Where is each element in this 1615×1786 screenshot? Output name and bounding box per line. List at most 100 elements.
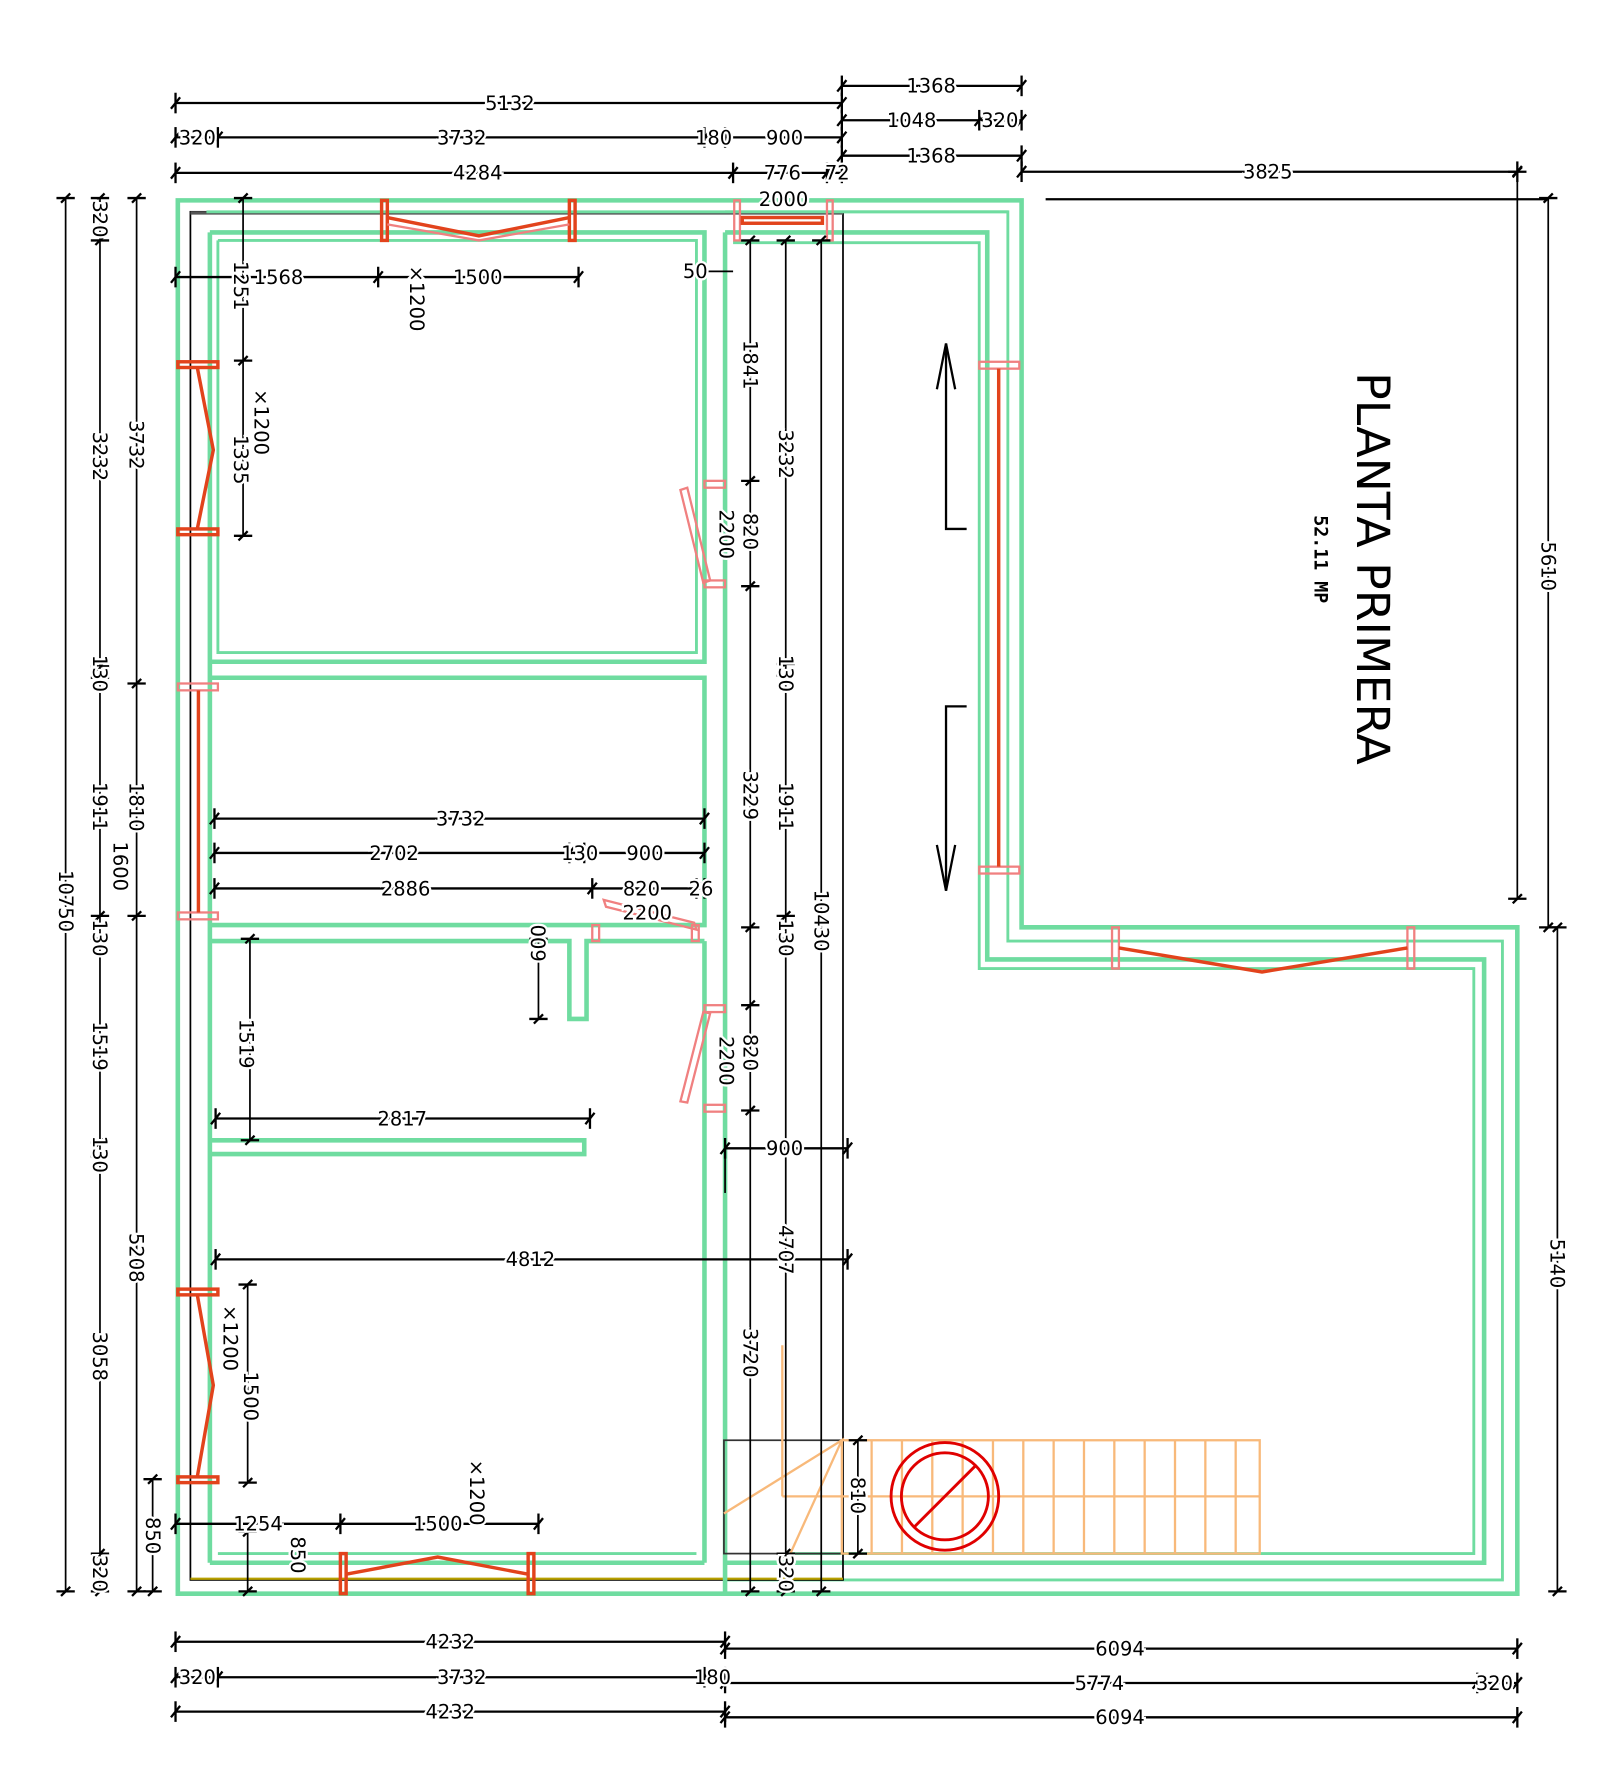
dim-label: 900	[766, 126, 803, 149]
dimension-line	[1016, 149, 1028, 163]
dimension-line	[780, 933, 792, 945]
doors	[591, 479, 727, 1113]
dimension-line	[242, 1279, 254, 1290]
dim-label: 1911	[774, 782, 797, 832]
dimension-line	[533, 1013, 544, 1025]
dim-label: 900	[626, 842, 663, 865]
dimension-line	[60, 1585, 72, 1597]
dim-label: 4812	[506, 1248, 556, 1271]
dimension-line	[1511, 166, 1523, 178]
dimension-line	[1511, 1642, 1523, 1656]
dimension-line	[815, 1585, 827, 1597]
dimension-line	[690, 881, 702, 895]
dim-label: 1568	[254, 266, 304, 289]
dimension-line	[584, 1112, 596, 1125]
direction-arrows	[935, 343, 967, 891]
dim-label: 320	[88, 1555, 111, 1592]
dim-label: 3732	[125, 420, 148, 470]
dimension-line	[212, 130, 224, 144]
dim-label: 5208	[125, 1233, 148, 1283]
windows	[176, 198, 1416, 1596]
dim-label: 130	[88, 655, 111, 692]
dim-label: 1048	[887, 109, 937, 132]
dimension-line	[94, 660, 106, 672]
dimension-line	[744, 580, 756, 592]
dim-label: 320	[179, 1666, 216, 1689]
dimension-line	[744, 1585, 756, 1597]
dim-label: 3732	[436, 807, 486, 830]
dimension-line	[94, 910, 106, 922]
dimension-line	[210, 1252, 222, 1266]
dim-label: 130	[774, 919, 797, 956]
dim-label: 4707	[774, 1225, 797, 1275]
dimension-line	[170, 96, 182, 110]
dimension-line	[94, 235, 106, 246]
dimension-line	[131, 910, 142, 922]
dimension-line	[170, 1670, 182, 1684]
dim-label: 5132	[485, 92, 535, 115]
dim-label: 1500	[413, 1513, 463, 1536]
dim-label: 320	[88, 200, 111, 237]
dim-label: 2886	[381, 877, 431, 900]
dim-label: 2000	[759, 188, 809, 211]
dim-label: 3732	[437, 1666, 487, 1689]
dimension-line	[780, 1548, 792, 1559]
dimension-line	[60, 192, 72, 204]
dimension-line	[242, 1526, 254, 1538]
dimension-line	[1552, 921, 1563, 933]
dimension-line	[147, 1473, 159, 1485]
dim-label: 2200	[714, 1036, 737, 1086]
dim-label: 1251	[229, 261, 252, 311]
dim-label: 1911	[88, 782, 111, 832]
dim-label: 6094	[1095, 1706, 1145, 1729]
dimension-line	[208, 846, 220, 860]
dimension-line	[852, 1434, 864, 1446]
dimension-line	[208, 812, 220, 826]
dimension-line	[836, 166, 848, 180]
dimension-line	[698, 1670, 710, 1684]
dim-label: 4232	[426, 1631, 476, 1654]
dimension-line	[244, 933, 256, 945]
dimension-line	[212, 1670, 224, 1684]
dim-label: 1600	[109, 841, 132, 891]
dim-label: 1500	[453, 266, 503, 289]
dim-label: 72	[825, 162, 850, 185]
dimension-line	[1511, 1710, 1523, 1724]
dim-label: 130	[561, 842, 598, 865]
dimension-line	[842, 1141, 854, 1155]
dimension-line	[744, 235, 756, 246]
dim-label: 600	[527, 925, 550, 962]
dimension-line	[237, 355, 249, 367]
dimension-line	[94, 672, 106, 684]
dim-label: 850	[286, 1536, 309, 1573]
dim-label: 180	[695, 126, 732, 149]
dimension-line	[821, 166, 833, 180]
dimension-line	[131, 192, 142, 204]
dim-label: 900	[766, 1137, 803, 1160]
dimension-line	[170, 130, 182, 144]
walls	[175, 198, 1520, 1596]
dimension-line	[744, 999, 756, 1011]
dim-label: 4284	[453, 162, 503, 185]
dim-label: 130	[88, 919, 111, 956]
dim-label: 10430	[809, 890, 832, 952]
dimension-line	[170, 1635, 182, 1649]
dim-label: 26	[689, 877, 714, 900]
dimension-line	[131, 1585, 142, 1597]
dimension-line	[242, 1477, 254, 1488]
dim-label: 820	[738, 513, 761, 550]
dimension-line	[586, 881, 598, 895]
dimension-line	[563, 846, 575, 860]
dimension-line	[94, 1548, 106, 1559]
dim-label: 1841	[738, 340, 761, 390]
dimension-line	[1471, 1676, 1483, 1690]
dim-label: 130	[88, 1136, 111, 1173]
dimension-line	[242, 1585, 254, 1597]
dimension-line	[1511, 893, 1523, 905]
staircase	[723, 1345, 1261, 1555]
dimension-line	[237, 192, 249, 204]
dimension-line	[780, 670, 792, 681]
dim-label: 3720	[738, 1328, 761, 1378]
dim-label: 4232	[426, 1700, 476, 1723]
dimension-line	[836, 149, 848, 163]
